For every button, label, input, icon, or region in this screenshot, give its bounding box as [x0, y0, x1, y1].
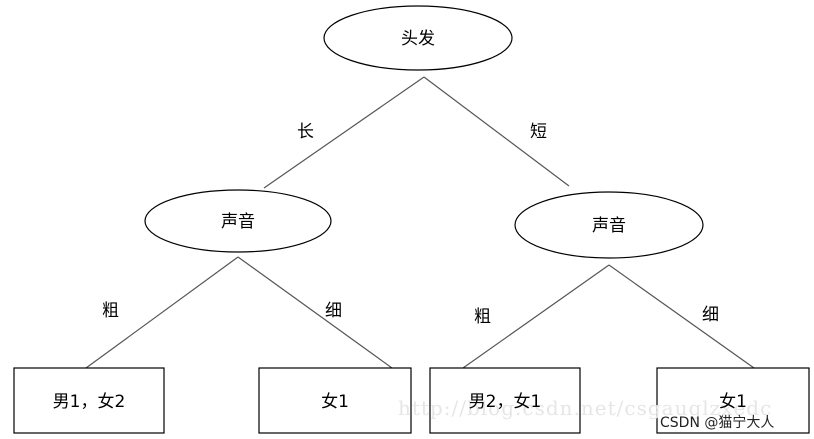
leaf-1-box: [13, 367, 165, 434]
edge-label-fine-left: 细: [325, 301, 342, 321]
edge-label-short: 短: [530, 122, 547, 142]
leaf-4-box: [656, 367, 810, 434]
root-node-label: 头发: [401, 29, 435, 49]
leaf-2-box: [258, 367, 412, 434]
root-node-shape: [323, 5, 513, 71]
edge-root-to-voice-right: [423, 76, 570, 187]
edge-voice-right-to-leaf-4: [608, 264, 755, 369]
csdn-badge: CSDN @猫宁大人: [660, 414, 774, 431]
leaf-1-label: 男1，女2: [53, 392, 126, 412]
voice-left-node-shape: [144, 189, 332, 253]
edge-voice-left-to-leaf-1: [85, 256, 239, 369]
voice-right-node-label: 声音: [592, 216, 626, 236]
leaf-3-box: [429, 367, 581, 434]
edge-voice-right-to-leaf-3: [462, 264, 610, 369]
leaf-2-label: 女1: [321, 392, 349, 412]
voice-left-node-label: 声音: [221, 212, 255, 232]
watermark: http://blog.csdn.net/csgauglzxedc: [398, 396, 772, 420]
voice-right-node-shape: [514, 191, 704, 259]
edge-label-coarse-left: 粗: [102, 301, 119, 321]
edge-label-long: 长: [297, 122, 314, 142]
edge-voice-left-to-leaf-2: [237, 256, 393, 369]
edge-label-fine-right: 细: [702, 305, 719, 325]
edge-label-coarse-right: 粗: [474, 307, 491, 327]
leaf-4-label: 女1: [719, 392, 747, 412]
leaf-3-label: 男2，女1: [469, 392, 542, 412]
edge-root-to-voice-left: [263, 76, 425, 189]
